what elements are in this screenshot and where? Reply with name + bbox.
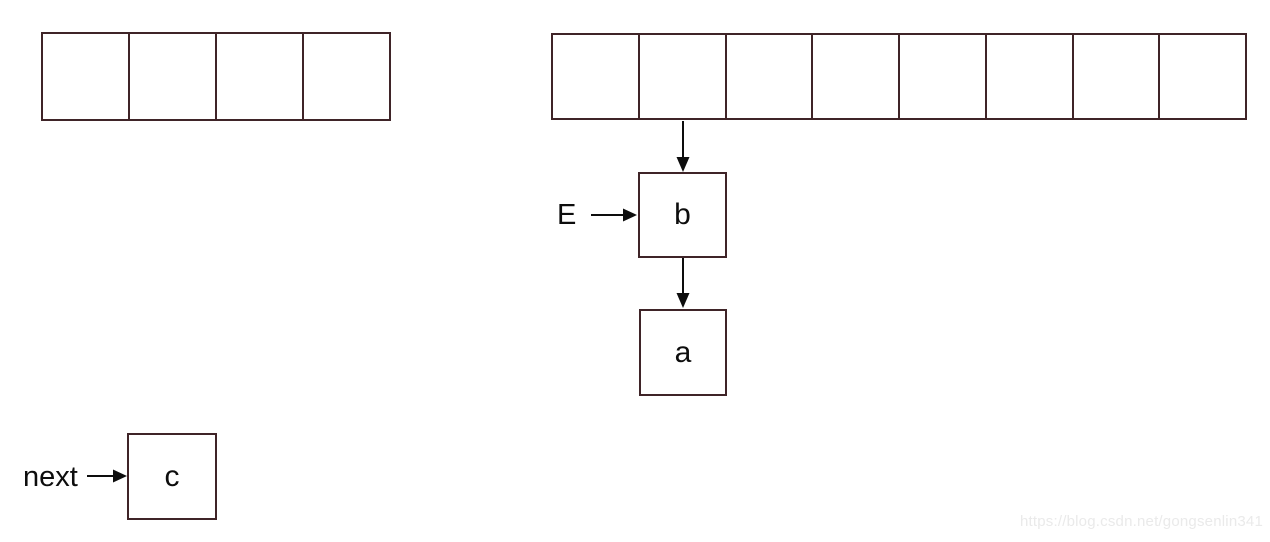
node-b-label: b — [674, 198, 691, 231]
node-b-box: b — [638, 172, 727, 258]
array-cell — [811, 35, 898, 118]
arrow-node-b-to-node-a — [676, 258, 690, 308]
node-c-label: c — [164, 459, 180, 493]
array-cell — [302, 34, 389, 119]
array-cell — [637, 35, 725, 118]
array-cell — [898, 35, 985, 118]
pointer-next-label: next — [23, 461, 78, 493]
node-c-box: c — [127, 433, 217, 520]
array-cell — [128, 34, 215, 119]
array-cell — [724, 35, 812, 118]
pointer-e-label: E — [557, 199, 577, 231]
array-cell — [1071, 35, 1159, 118]
array-cell — [43, 34, 128, 119]
array-cell — [553, 35, 638, 118]
watermark-text: https://blog.csdn.net/gongsenlin341 — [1019, 513, 1263, 530]
arrow-next-to-node-c — [87, 469, 127, 483]
arrow-e-to-node-b — [591, 208, 637, 222]
node-a-label: a — [674, 335, 692, 369]
bucket-array-8 — [551, 33, 1247, 120]
node-a-box: a — [639, 309, 727, 396]
array-cell — [215, 34, 302, 119]
array-cell — [1158, 35, 1245, 118]
arrow-array-to-node-b — [676, 121, 690, 172]
bucket-array-4 — [41, 32, 391, 121]
array-cell — [984, 35, 1072, 118]
